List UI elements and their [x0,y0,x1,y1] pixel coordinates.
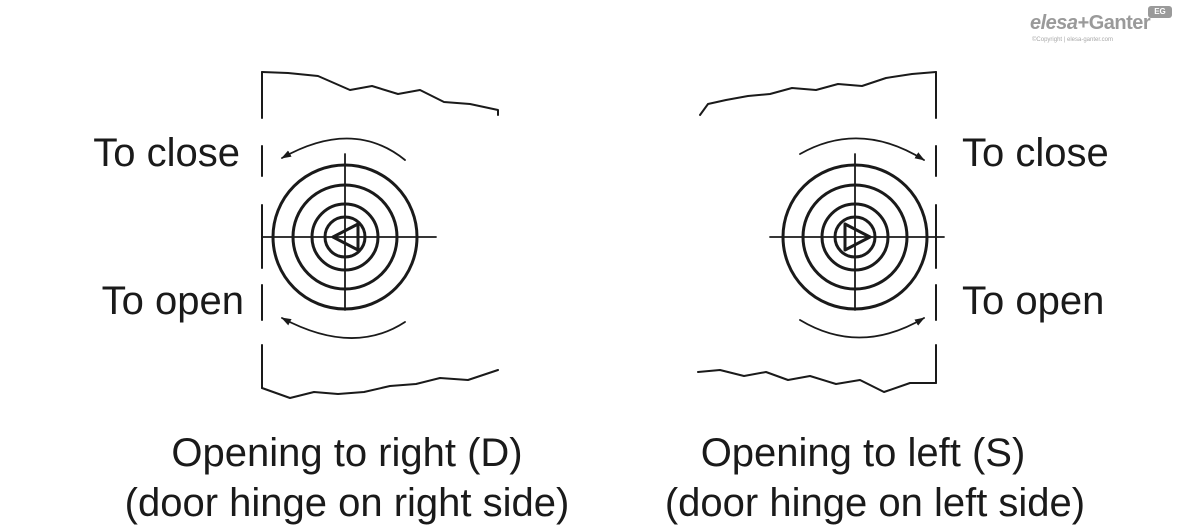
right-open-arrow [799,317,925,339]
right-panel: To close To open Opening to left (S) (do… [665,71,1109,525]
left-open-label: To open [102,279,244,323]
left-door-outline [261,71,499,399]
logo-brand-sep: + [1077,12,1090,34]
left-caption-line1: Opening to right (D) [171,431,522,475]
logo-brand-right: Ganter [1088,12,1151,34]
right-caption-line1: Opening to left (S) [701,431,1026,475]
right-close-arrow [799,137,925,161]
right-close-label: To close [962,131,1109,175]
logo-copyright: ©Copyright | elesa-ganter.com [1032,37,1114,43]
left-open-arrow [281,317,406,339]
left-caption-line2: (door hinge on right side) [125,481,570,525]
left-panel: To close To open Opening to right (D) (d… [93,71,570,525]
logo-brand-left: elesa [1030,12,1078,34]
left-close-label: To close [93,131,240,175]
right-caption-line2: (door hinge on left side) [665,481,1085,525]
triangle-left-icon [331,222,360,252]
elesa-ganter-logo: elesa+Ganter EG ©Copyright | elesa-gante… [1030,6,1172,46]
right-door-outline [697,71,937,393]
left-lock-symbol [261,153,437,311]
logo-badge: EG [1148,6,1172,18]
right-open-label: To open [962,279,1104,323]
right-lock-symbol [769,153,945,311]
triangle-right-icon [843,222,872,252]
logo-wordmark: elesa+Ganter [1030,12,1151,35]
left-close-arrow [281,137,406,161]
